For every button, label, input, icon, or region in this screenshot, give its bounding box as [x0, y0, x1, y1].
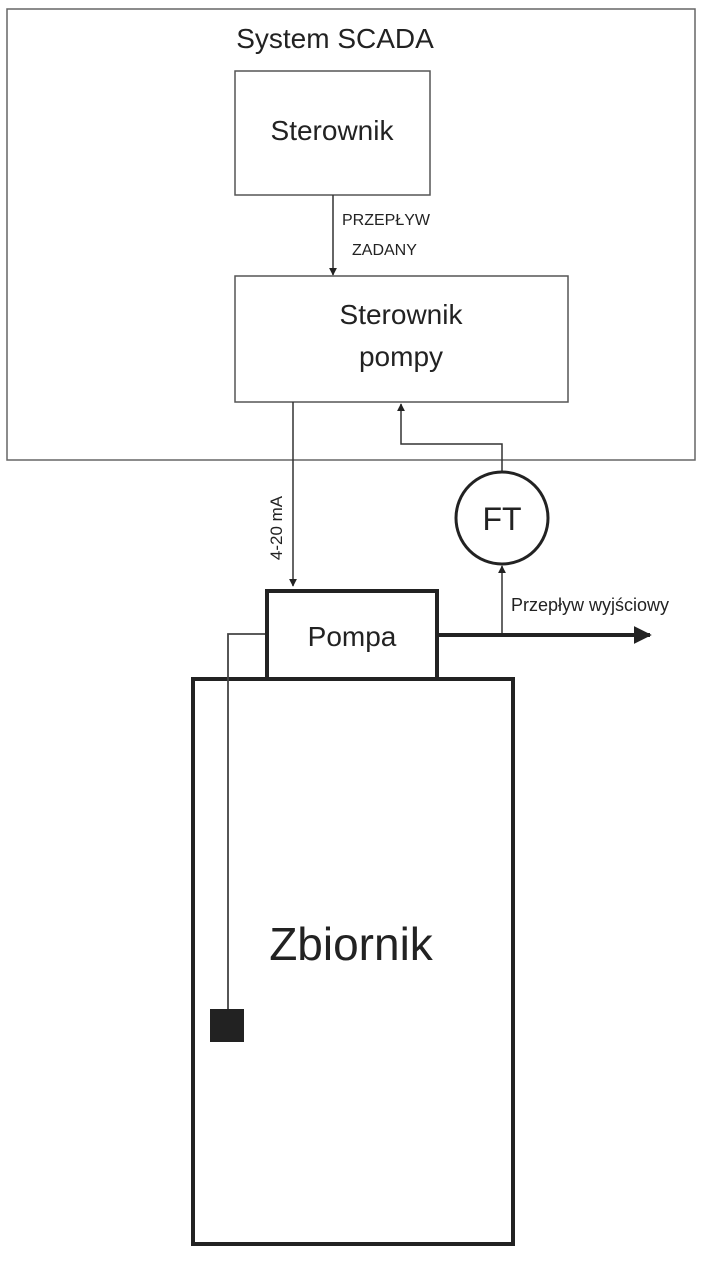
flow-transmitter-label: FT	[482, 501, 521, 537]
scada-title: System SCADA	[236, 23, 434, 54]
pump-label: Pompa	[308, 621, 397, 652]
setpoint-label-line1: PRZEPŁYW	[342, 212, 431, 229]
flow-transmitter-circle	[454, 470, 550, 566]
pump-box	[265, 589, 439, 681]
tank-box	[191, 677, 515, 1246]
pump-controller-label-line2: pompy	[359, 341, 443, 372]
suction-line	[227, 633, 267, 1013]
pump-controller-box	[234, 275, 569, 403]
tank-label: Zbiornik	[269, 918, 434, 970]
level-sensor	[210, 1009, 244, 1042]
scada-system-boundary	[6, 8, 696, 461]
setpoint-label-line2: ZADANY	[352, 242, 417, 259]
controller-box	[234, 70, 431, 196]
feedback-signal-arrow	[397, 403, 503, 474]
controller-label: Sterownik	[271, 115, 395, 146]
signal-label: 4-20 mA	[267, 495, 286, 560]
output-flow-label: Przepływ wyjściowy	[511, 595, 669, 615]
pump-controller-label-line1: Sterownik	[340, 299, 464, 330]
